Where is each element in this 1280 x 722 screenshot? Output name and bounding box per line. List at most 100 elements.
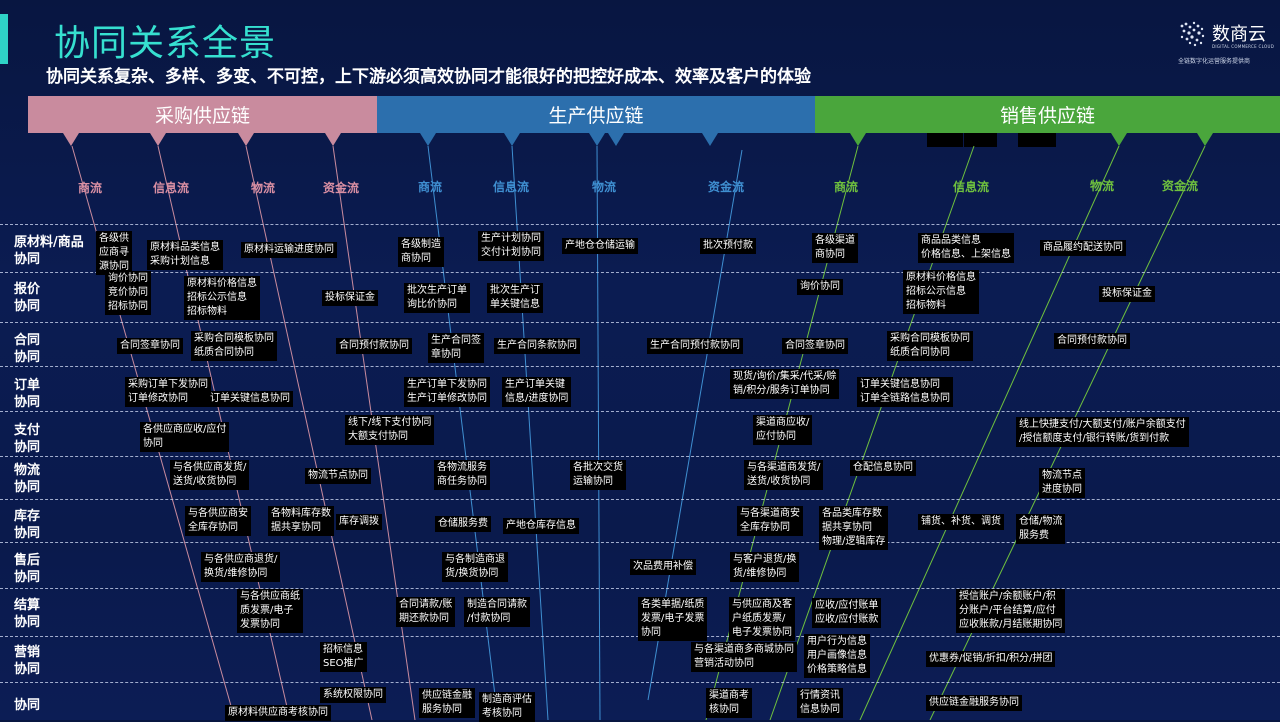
collaboration-cell: 合同请款/账 期还款协同 [396,597,456,627]
collaboration-cell: 行情资讯 信息协同 [797,688,843,718]
collaboration-cell: 各物流服务 商任务协同 [434,460,490,490]
sales-pointer [850,133,866,146]
row-label-quotation: 报价 协同 [14,282,41,314]
page-title: 协同关系全景 [54,23,277,64]
row-label-after-sales: 售后 协同 [14,553,41,585]
row-label-payment: 支付 协同 [14,423,41,455]
row-label-contract: 合同 协同 [14,333,41,365]
collaboration-cell: 与各供应商退货/ 换货/维修协同 [201,552,281,582]
collaboration-cell: 投标保证金 [1099,286,1155,302]
collaboration-cell: 与各渠道商多商城协同 营销活动协同 [691,642,797,672]
flow-label-logistics: 物流 [591,180,617,194]
logo: 数商云 DIGITAL COMMERCE CLOUD 全链数字化运营服务提供商 [1176,18,1276,68]
blank-block [1018,133,1056,147]
collaboration-cell: 询价协同 竞价协同 招标协同 [105,271,151,315]
collaboration-cell: 物流节点协同 [305,468,371,484]
collaboration-cell: 合同预付款协同 [336,338,412,354]
row-divider [0,366,1280,367]
collaboration-cell: 线上快捷支付/大额支付/账户余额支付 /授信额度支付/银行转账/货到付款 [1016,417,1189,447]
collaboration-cell: 各物料库存数 据共享协同 [268,506,334,536]
collaboration-cell: 各批次交货 运输协同 [570,460,626,490]
purchase-pointer [238,133,254,146]
title-accent-bar [0,14,8,64]
row-label-settlement: 结算 协同 [14,598,41,630]
collaboration-cell: 合同预付款协同 [1054,333,1130,349]
collaboration-cell: 原材料价格信息 招标公示信息 招标物料 [903,270,979,314]
collaboration-cell: 次品费用补偿 [630,559,696,575]
collaboration-cell: 生产合同签 章协同 [428,333,484,363]
flow-label-information: 信息流 [492,180,530,194]
collaboration-cell: 产地仓仓储运输 [562,238,638,254]
collaboration-cell: 供应链金融 服务协同 [419,688,475,718]
row-label-order: 订单 协同 [14,378,41,410]
collaboration-cell: 仓储/物流 服务费 [1016,514,1066,544]
collaboration-cell: 合同签章协同 [117,338,183,354]
collaboration-cell: 线下/线下支付协同 大额支付协同 [345,415,435,445]
production-chain-band: 生产供应链 [377,96,815,133]
flow-label-capital: 资金流 [707,180,745,194]
purchase-pointer [150,133,166,146]
purchase-pointer [63,133,79,146]
row-divider [0,224,1280,225]
collaboration-cell: 合同签章协同 [782,338,848,354]
collaboration-cell: 原材料品类信息 采购计划信息 [147,240,223,270]
logo-name: 数商云 [1212,24,1266,45]
flow-label-capital: 资金流 [1161,179,1199,193]
row-label-marketing: 营销 协同 [14,645,41,677]
collaboration-cell: 与各供应商安 全库存协同 [185,506,251,536]
flow-label-commerce: 商流 [833,180,859,194]
collaboration-cell: 采购订单下发协同 订单修改协同 [125,377,211,407]
flow-label-commerce: 商流 [417,180,443,194]
collaboration-cell: 原材料运输进度协同 [241,242,337,258]
collaboration-cell: 采购合同模板协同 纸质合同协同 [887,331,973,361]
collaboration-cell: 与客户退货/换 货/维修协同 [730,552,800,582]
flow-label-commerce: 商流 [77,181,103,195]
flow-label-information: 信息流 [152,181,190,195]
flow-label-capital: 资金流 [322,181,360,195]
collaboration-cell: 生产合同条款协同 [494,338,580,354]
row-divider [0,542,1280,543]
collaboration-cell: 生产计划协同 交付计划协同 [478,231,544,261]
purchase-chain-band: 采购供应链 [28,96,377,133]
production-pointer [589,133,605,146]
row-divider [0,682,1280,683]
logo-english-name: DIGITAL COMMERCE CLOUD [1212,44,1275,49]
sales-pointer [1111,133,1127,146]
collaboration-cell: 物流节点 进度协同 [1039,468,1085,498]
collaboration-cell: 与各渠道商安 全库存协同 [737,506,803,536]
collaboration-cell: 采购合同模板协同 纸质合同协同 [191,331,277,361]
row-label-inventory: 库存 协同 [14,509,41,541]
collaboration-cell: 用户行为信息 用户画像信息 价格策略信息 [804,634,870,678]
purchase-pointer [325,133,341,146]
production-pointer [702,133,718,146]
collaboration-cell: 招标信息 SEO推广 [320,642,367,672]
row-divider [0,411,1280,412]
flow-label-information: 信息流 [952,180,990,194]
collaboration-cell: 各级供 应商寻 源协同 [96,231,132,275]
collaboration-cell: 批次预付款 [700,238,756,254]
row-divider [0,456,1280,457]
sales-pointer [1197,133,1213,146]
blank-block [927,133,963,147]
collaboration-cell: 与各供应商纸 质发票/电子 发票协同 [237,589,303,633]
collaboration-cell: 原材料价格信息 招标公示信息 招标物料 [184,276,260,320]
collaboration-cell: 制造合同请款 /付款协同 [464,597,530,627]
row-divider [0,499,1280,500]
collaboration-cell: 与各供应商发货/ 送货/收货协同 [170,460,250,490]
collaboration-cell: 与各渠道商发货/ 送货/收货协同 [744,460,824,490]
logo-icon [1180,21,1205,47]
collaboration-cell: 各类单据/纸质 发票/电子发票 协同 [638,597,708,641]
collaboration-cell: 生产订单关键 信息/进度协同 [502,377,572,407]
flow-label-logistics: 物流 [1089,179,1115,193]
collaboration-cell: 订单关键信息协同 订单全链路信息协同 [857,377,953,407]
collaboration-cell: 产地仓库存信息 [503,518,579,534]
logo-tagline: 全链数字化运营服务提供商 [1178,58,1251,65]
production-pointer [504,133,520,146]
collaboration-cell: 商品履约配送协同 [1040,240,1126,256]
collaboration-cell: 仓储服务费 [435,516,491,532]
collaboration-cell: 原材料供应商考核协同 [225,705,331,721]
sales-chain-band: 销售供应链 [815,96,1280,133]
collaboration-cell: 各级渠道 商协同 [812,233,858,263]
collaboration-cell: 各级制造 商协同 [398,237,444,267]
collaboration-cell: 铺货、补货、调货 [918,514,1004,530]
